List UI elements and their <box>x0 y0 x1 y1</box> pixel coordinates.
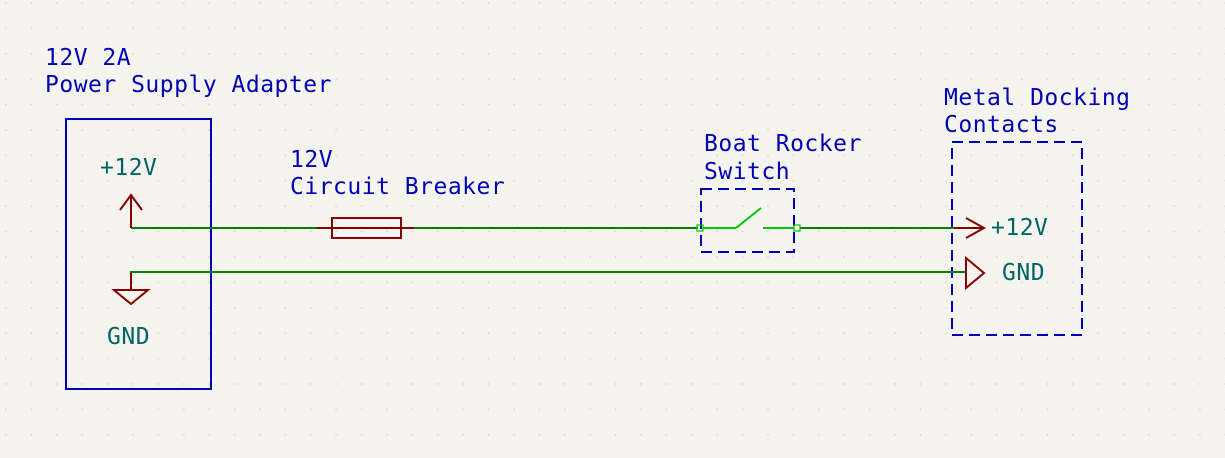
dock-title-line1: Metal Docking <box>944 85 1131 111</box>
psu-title-line2: Power Supply Adapter <box>45 72 332 98</box>
dock-gnd-triangle[interactable] <box>965 255 986 291</box>
switch-box[interactable] <box>700 188 795 253</box>
psu-plus12v-label: +12V <box>100 155 158 181</box>
power-plus12v-symbol[interactable] <box>119 193 143 228</box>
switch-label-line1: Boat Rocker <box>704 131 862 157</box>
ground-symbol[interactable] <box>111 273 151 306</box>
breaker-label-line1: 12V <box>290 147 334 173</box>
circuit-breaker-symbol[interactable] <box>317 217 414 239</box>
psu-gnd-label: GND <box>107 324 151 350</box>
docking-contacts-box[interactable] <box>951 141 1083 336</box>
wire-ground[interactable] <box>130 271 965 273</box>
breaker-label-line2: Circuit Breaker <box>290 174 506 200</box>
dock-plus12v-arrow[interactable] <box>954 217 987 239</box>
power-supply-box[interactable] <box>65 118 212 390</box>
psu-title-line1: 12V 2A <box>45 45 132 71</box>
dock-title-line2: Contacts <box>944 112 1059 138</box>
dock-plus12v-label: +12V <box>991 215 1049 241</box>
rocker-switch-symbol[interactable] <box>696 207 801 232</box>
dock-gnd-label: GND <box>1002 260 1046 286</box>
switch-label-line2: Switch <box>704 159 791 185</box>
